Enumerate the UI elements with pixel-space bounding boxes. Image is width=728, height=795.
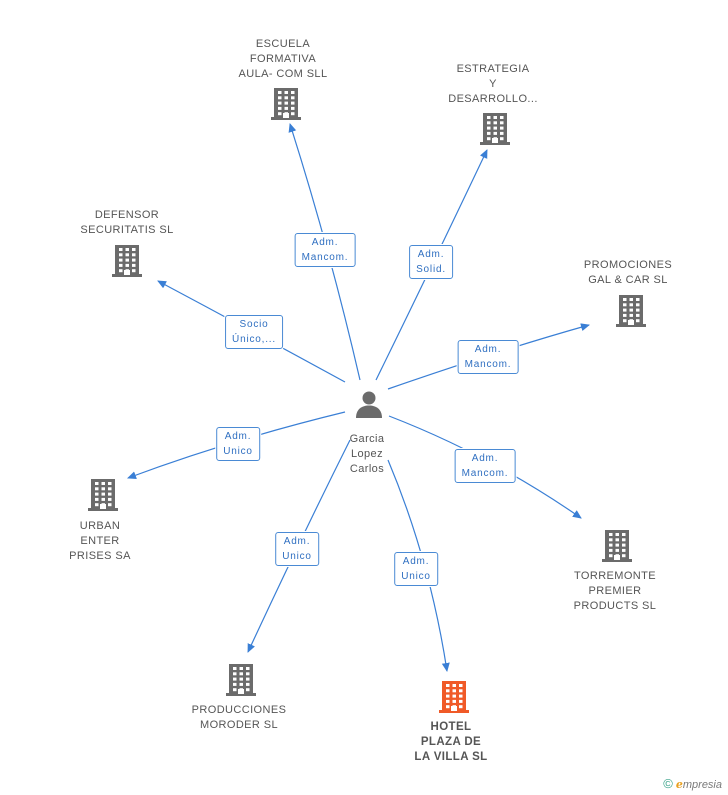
company-name-line: ESTRATEGIA: [456, 63, 530, 75]
company-name-line: FORMATIVA: [249, 53, 317, 65]
edge-label-promociones[interactable]: Adm. Mancom.: [457, 340, 519, 374]
edge-label-line: Adm.: [224, 431, 252, 442]
person-name-line: Garcia: [349, 433, 385, 445]
edge-label-hotel[interactable]: Adm. Unico: [394, 552, 438, 586]
company-name-line: ENTER: [80, 535, 120, 547]
company-name-line: SECURITATIS SL: [80, 224, 174, 236]
edge-label-escuela[interactable]: Adm. Mancom.: [294, 233, 356, 267]
edge-label-estrategia[interactable]: Adm. Solid.: [409, 245, 453, 279]
edge-label-torremonte[interactable]: Adm. Mancom.: [454, 449, 516, 483]
company-label-urban[interactable]: URBAN ENTER PRISES SA: [69, 519, 131, 564]
company-name-line: PREMIER: [588, 585, 642, 597]
company-name-line: GAL & CAR SL: [588, 274, 668, 286]
edge-label-line: Mancom.: [461, 468, 509, 479]
building-icon[interactable]: [111, 243, 143, 277]
company-label-hotel[interactable]: HOTEL PLAZA DE LA VILLA SL: [414, 720, 487, 765]
company-name-line: DESARROLLO...: [448, 93, 538, 105]
company-name-line: LA VILLA SL: [414, 751, 488, 763]
company-name-line: MORODER SL: [200, 719, 278, 731]
edge-label-line: Adm.: [471, 453, 499, 464]
edge-label-line: Solid.: [416, 264, 446, 275]
brand-logo-letter: e: [675, 778, 683, 791]
brand-watermark: ©empresia: [663, 776, 722, 791]
company-name-line: PROMOCIONES: [583, 259, 673, 271]
building-icon[interactable]: [479, 111, 511, 145]
person-name-line: Carlos: [349, 463, 385, 475]
company-name-line: AULA- COM SLL: [238, 68, 328, 80]
edge-label-line: Unico: [282, 551, 312, 562]
company-name-line: PRODUCTS SL: [573, 600, 657, 612]
edge-label-line: Adm.: [402, 556, 430, 567]
brand-logo-text: mpresia: [682, 779, 722, 791]
company-label-escuela[interactable]: ESCUELA FORMATIVA AULA- COM SLL: [239, 37, 328, 82]
person-name-line: Lopez: [351, 448, 383, 460]
company-label-estrategia[interactable]: ESTRATEGIA Y DESARROLLO...: [448, 62, 538, 107]
edge-label-producciones[interactable]: Adm. Unico: [275, 532, 319, 566]
company-name-line: PRISES SA: [69, 550, 131, 562]
company-label-producciones[interactable]: PRODUCCIONES MORODER SL: [192, 703, 287, 733]
building-icon[interactable]: [270, 86, 302, 120]
edge-label-line: Unico: [223, 446, 253, 457]
company-name-line: URBAN: [79, 520, 121, 532]
company-name-line: DEFENSOR: [94, 209, 160, 221]
company-name-line: TORREMONTE: [573, 570, 657, 582]
building-icon[interactable]: [438, 679, 470, 713]
company-name-line: PRODUCCIONES: [191, 704, 287, 716]
company-name-line: Y: [489, 78, 497, 90]
edge-label-line: Mancom.: [301, 252, 349, 263]
edge-label-line: Adm.: [474, 344, 502, 355]
edge-label-line: Adm.: [417, 249, 445, 260]
company-name-line: ESCUELA: [255, 38, 311, 50]
edge-label-line: Socio: [239, 319, 269, 330]
edge-label-line: Adm.: [283, 536, 311, 547]
person-icon[interactable]: [354, 389, 384, 419]
copyright-icon: ©: [663, 776, 673, 791]
edge-label-line: Mancom.: [464, 359, 512, 370]
company-name-line: HOTEL: [430, 721, 472, 733]
company-name-line: PLAZA DE: [420, 736, 482, 748]
edge-label-urban[interactable]: Adm. Unico: [216, 427, 260, 461]
building-icon[interactable]: [601, 528, 633, 562]
company-label-defensor[interactable]: DEFENSOR SECURITATIS SL: [80, 208, 173, 238]
edge-label-line: Adm.: [311, 237, 339, 248]
edge-label-line: Único,...: [232, 334, 276, 345]
building-icon[interactable]: [615, 293, 647, 327]
building-icon[interactable]: [87, 477, 119, 511]
building-icon[interactable]: [225, 662, 257, 696]
company-label-promociones[interactable]: PROMOCIONES GAL & CAR SL: [584, 258, 672, 288]
company-label-torremonte[interactable]: TORREMONTE PREMIER PRODUCTS SL: [574, 569, 657, 614]
edge-label-line: Unico: [401, 571, 431, 582]
